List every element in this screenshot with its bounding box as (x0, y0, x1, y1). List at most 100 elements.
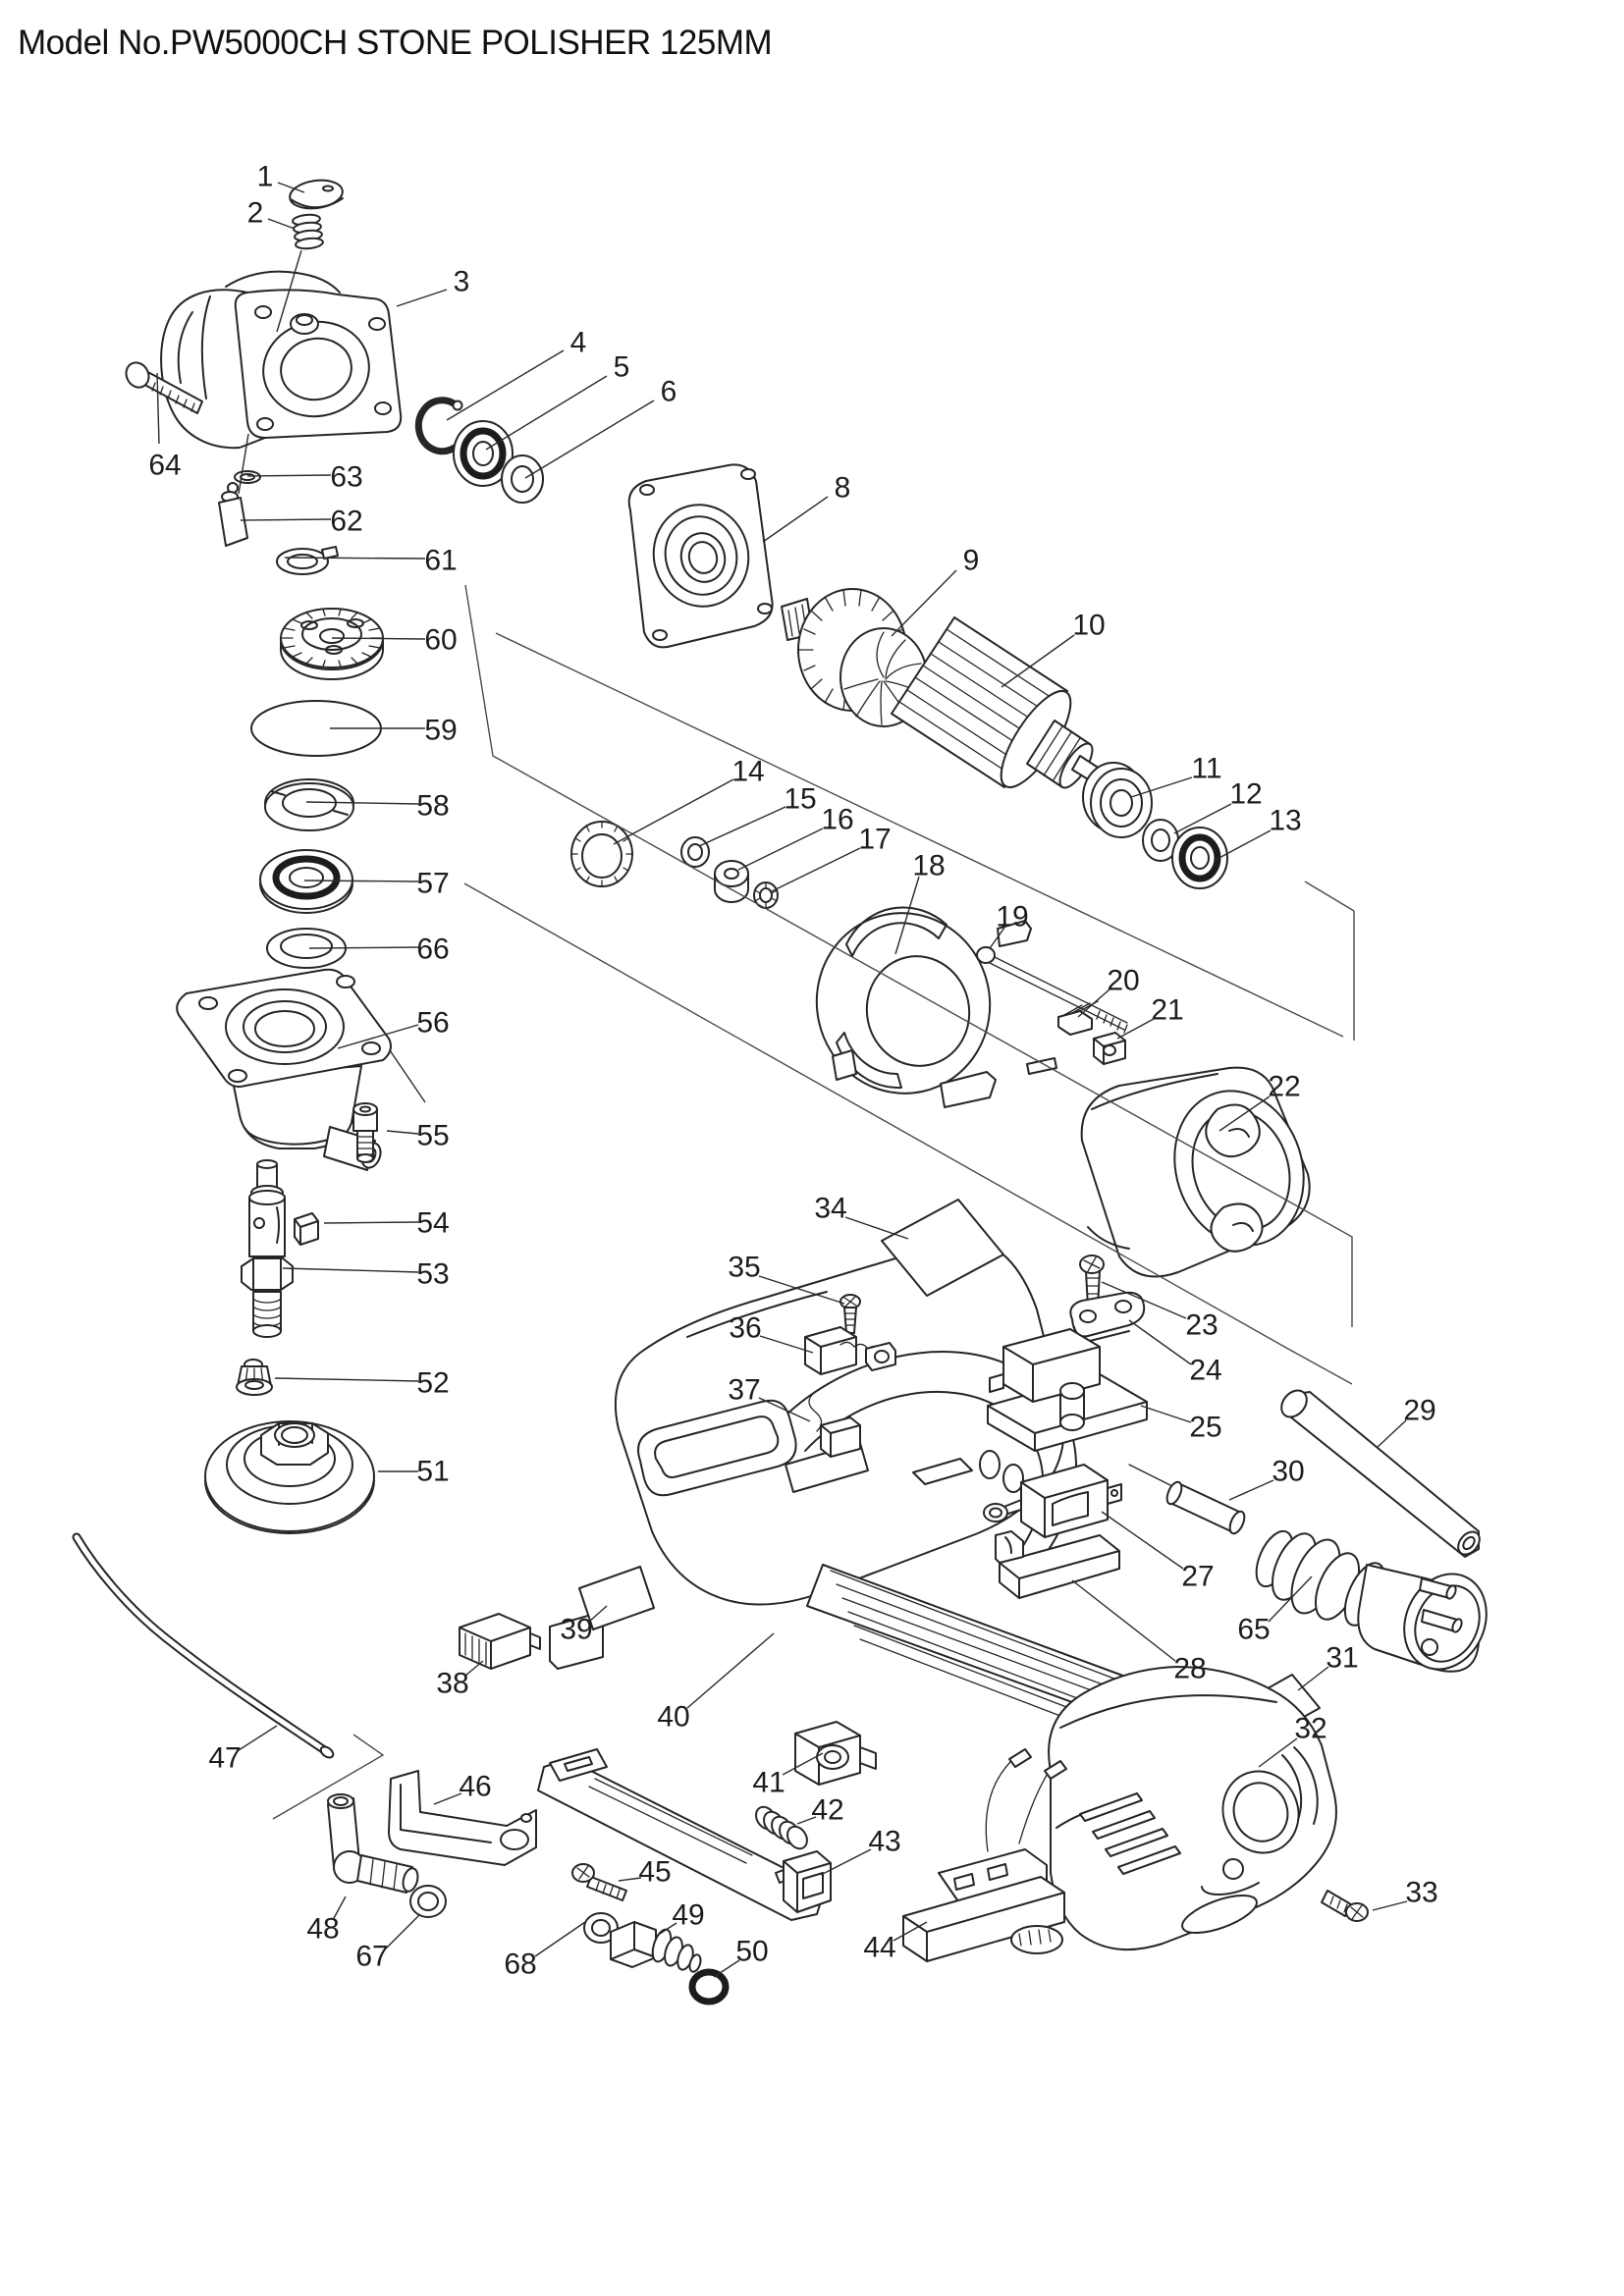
group-divider-line (272, 1734, 385, 1820)
part-18-leader-line (894, 876, 920, 955)
part-49-fitting-drawing (610, 1921, 702, 1973)
part-23-label: 23 (1185, 1309, 1218, 1342)
part-15-washer-drawing (680, 836, 710, 868)
part-13-label: 13 (1269, 805, 1301, 837)
part-40-label: 40 (657, 1701, 689, 1734)
part-67-leader-line (385, 1913, 421, 1949)
part-59-label: 59 (424, 715, 457, 747)
part-37-label: 37 (728, 1374, 760, 1407)
group-divider-line (1304, 881, 1355, 912)
part-47-label: 47 (208, 1742, 241, 1775)
part-6-washer-drawing (501, 454, 544, 504)
part-33-label: 33 (1405, 1877, 1437, 1909)
part-9-label: 9 (963, 545, 980, 577)
part-25-support-drawing (987, 1328, 1148, 1452)
part-29-pipe-drawing (1280, 1389, 1481, 1558)
part-44-label: 44 (863, 1932, 895, 1964)
part-8-label: 8 (835, 472, 851, 505)
part-20-leader-line (1077, 988, 1110, 1018)
part-31-leader-line (1297, 1666, 1329, 1691)
part-10-armature-drawing (891, 616, 1118, 789)
part-30-label: 30 (1272, 1456, 1304, 1488)
part-1-leader-line (277, 182, 305, 193)
part-14-label: 14 (731, 756, 764, 788)
part-34-label: 34 (814, 1193, 846, 1225)
part-17-leader-line (771, 847, 861, 892)
group-divider-line (495, 632, 1344, 1038)
part-35-leader-line (758, 1275, 845, 1305)
part-60-wheel-drawing (280, 608, 384, 680)
part-47-leader-line (238, 1725, 278, 1751)
part-18-retainer-plate-drawing (815, 906, 1057, 1108)
part-24-label: 24 (1189, 1355, 1221, 1387)
part-36-leader-line (759, 1335, 814, 1354)
part-17-label: 17 (858, 824, 891, 856)
part-67-oring-drawing (409, 1885, 447, 1918)
part-45-leader-line (618, 1877, 642, 1882)
part-27-leader-line (1101, 1511, 1184, 1570)
part-16-label: 16 (821, 804, 853, 836)
part-30-leader-line (1228, 1479, 1274, 1501)
part-5-bearing-drawing (453, 420, 514, 487)
part-39-leader-line (588, 1605, 608, 1623)
part-48-elbow-drawing (327, 1793, 419, 1894)
part-51-label: 51 (416, 1456, 449, 1488)
part-32-rear-housing-drawing (1048, 1666, 1337, 1951)
part-20-label: 20 (1107, 965, 1139, 997)
part-52-label: 52 (416, 1367, 449, 1400)
part-35-screw-drawing (839, 1294, 861, 1334)
part-11-leader-line (1130, 776, 1193, 798)
part-60-label: 60 (424, 624, 457, 657)
assembly-reference-line (389, 1049, 426, 1103)
part-37-leader-line (758, 1397, 811, 1422)
part-10-leader-line (1001, 634, 1075, 688)
part-66-washer-drawing (266, 928, 347, 969)
part-25-leader-line (1140, 1405, 1192, 1423)
part-38-label: 38 (436, 1668, 468, 1700)
part-22-leader-line (1218, 1095, 1271, 1132)
part-25-label: 25 (1189, 1412, 1221, 1444)
part-56-bearing-box-drawing (176, 968, 392, 1171)
part-66-leader-line (308, 946, 419, 949)
part-8-bearing-box-drawing (627, 463, 774, 649)
part-54-label: 54 (416, 1207, 449, 1240)
part-21-leader-line (1116, 1018, 1155, 1040)
parts-scene (72, 179, 1488, 2005)
part-57-label: 57 (416, 868, 449, 900)
part-51-pad-drawing (204, 1420, 375, 1534)
part-53-leader-line (282, 1267, 419, 1273)
part-56-leader-line (337, 1024, 419, 1049)
part-63-leader-line (246, 474, 332, 477)
part-8-leader-line (762, 496, 829, 543)
part-53-spindle-drawing (241, 1159, 294, 1338)
part-55-label: 55 (416, 1120, 449, 1152)
part-58-label: 58 (416, 790, 449, 823)
part-44-leader-line (893, 1921, 928, 1942)
part-38-leader-line (464, 1660, 484, 1677)
part-41-label: 41 (752, 1767, 785, 1799)
part-35-label: 35 (728, 1252, 760, 1284)
part-15-label: 15 (784, 783, 816, 816)
part-14-leader-line (613, 778, 734, 845)
part-27-label: 27 (1181, 1561, 1214, 1593)
part-41-leader-line (782, 1752, 824, 1776)
part-55-leader-line (386, 1130, 419, 1135)
assembly-reference-line (276, 249, 302, 333)
group-divider-line (464, 584, 1353, 1327)
part-54-leader-line (323, 1221, 419, 1224)
part-32-label: 32 (1294, 1713, 1326, 1745)
part-68-label: 68 (504, 1949, 536, 1981)
part-19-label: 19 (996, 901, 1028, 934)
part-3-label: 3 (454, 266, 470, 298)
part-49-leader-line (659, 1922, 677, 1935)
part-24-leader-line (1128, 1319, 1192, 1365)
part-60-leader-line (331, 637, 426, 640)
part-11-label: 11 (1191, 753, 1221, 785)
part-4-leader-line (446, 349, 565, 421)
part-65-label: 65 (1237, 1614, 1270, 1646)
part-45-screw-drawing (571, 1863, 627, 1901)
part-53-label: 53 (416, 1258, 449, 1291)
part-46-holder-drawing (388, 1770, 537, 1866)
part-9-leader-line (891, 569, 957, 637)
